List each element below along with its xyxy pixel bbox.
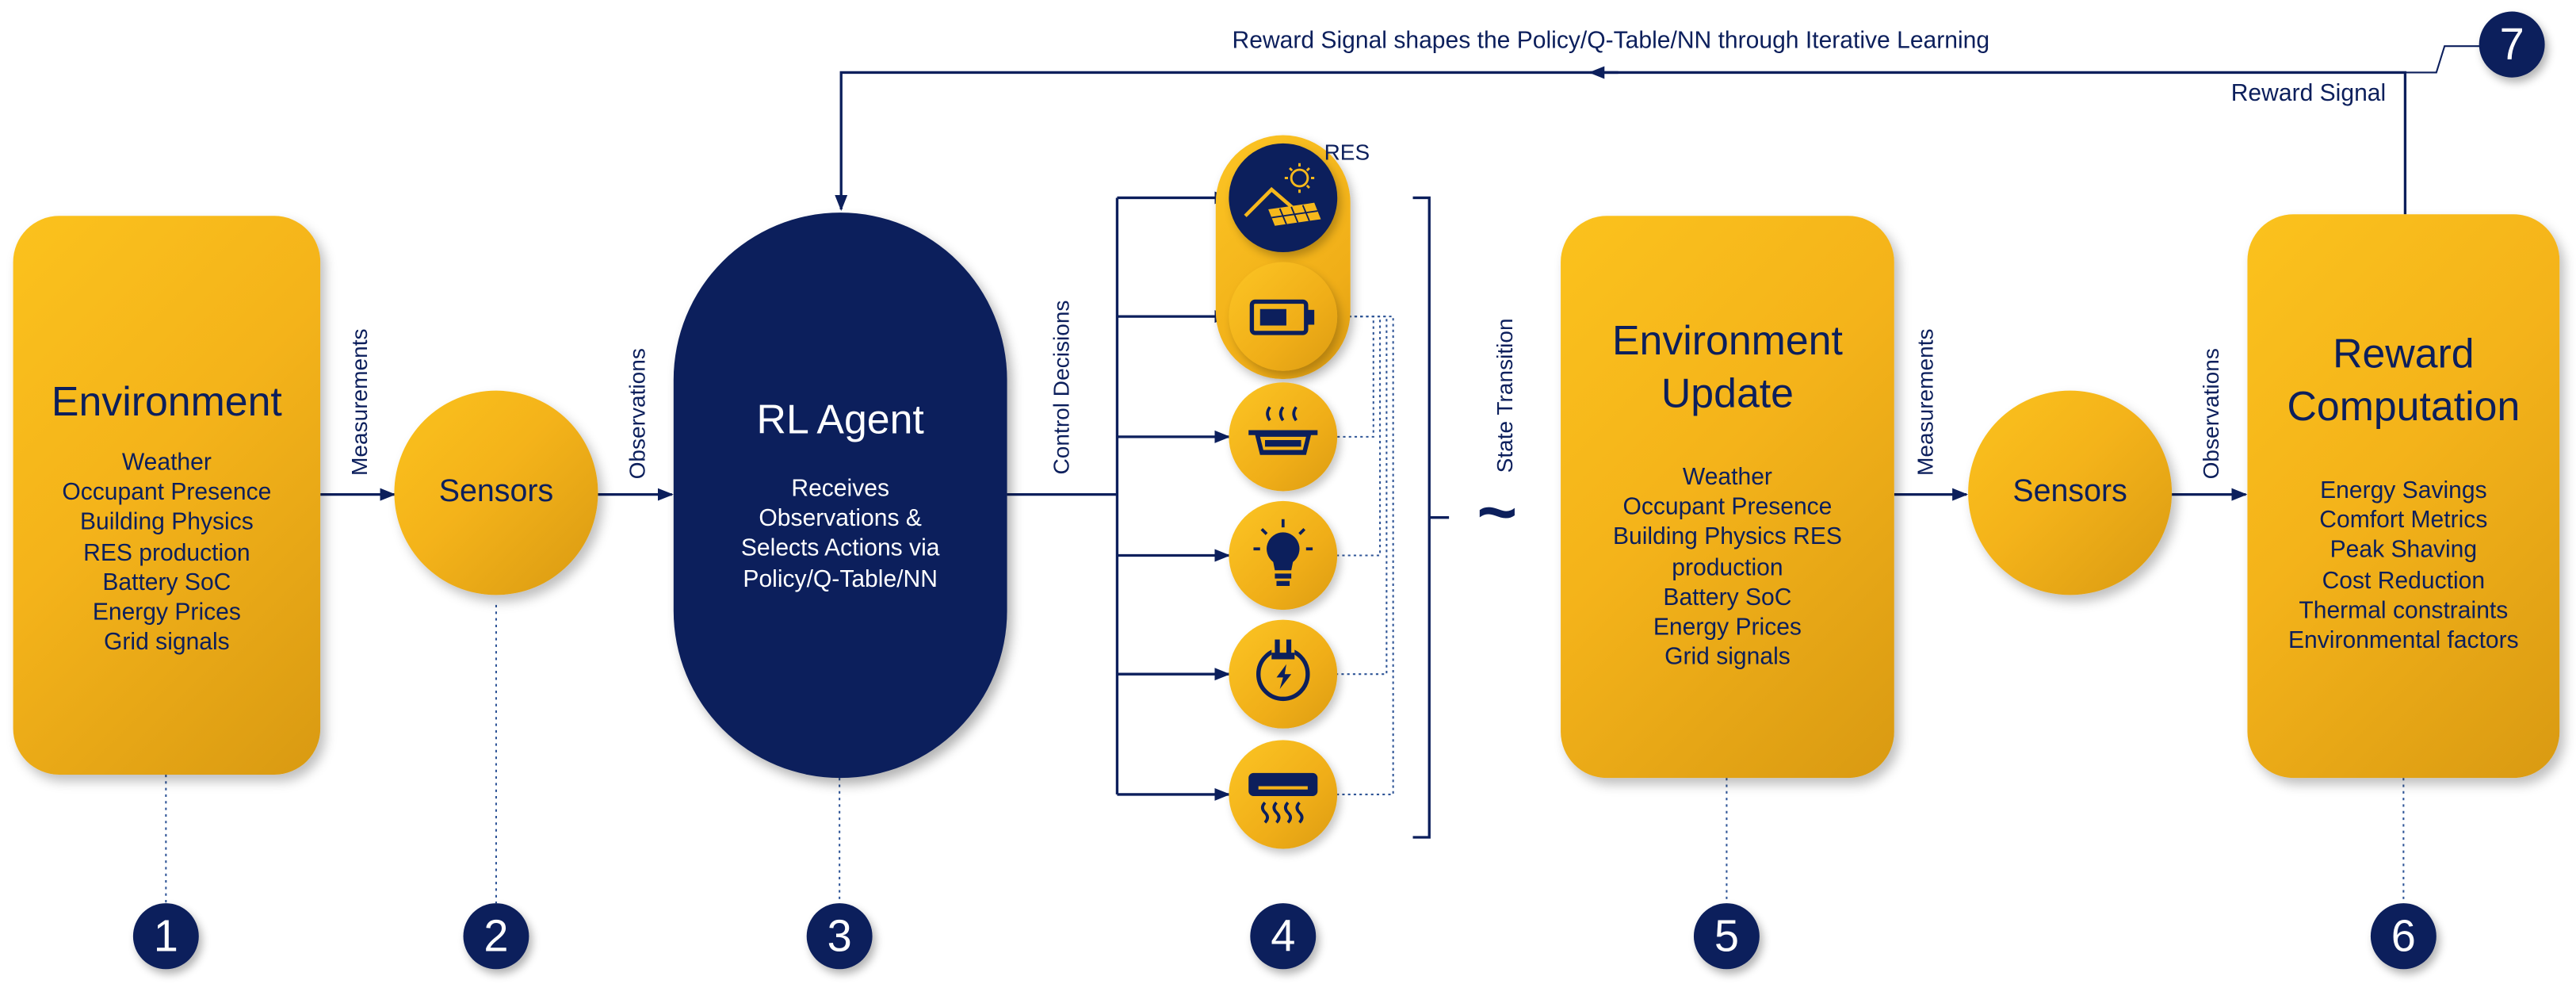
environment-update-box: Environment Update Weather Occupant Pres… [1561, 216, 1894, 779]
reward-item: Energy Savings [2320, 477, 2487, 505]
rl-agent-title: RL Agent [756, 396, 924, 444]
environment-update-title-line: Update [1661, 370, 1794, 417]
reward-computation-title: Reward Computation [2247, 328, 2559, 434]
environment-item: Energy Prices [92, 599, 241, 626]
step-number-2: 2 [463, 903, 529, 970]
environment-update-item: Building Physics RES [1612, 524, 1842, 552]
environment-update-title-line: Environment [1611, 318, 1843, 365]
ev-charger-icon [1229, 619, 1338, 729]
measurements-label-2: Measurements [1913, 328, 1938, 477]
state-transition-tilde: ~ [1477, 473, 1518, 551]
step7-leader [2405, 45, 2481, 74]
environment-items: Weather Occupant Presence Building Physi… [13, 448, 321, 658]
feedback-label: Reward Signal shapes the Policy/Q-Table/… [1232, 28, 1990, 55]
reward-computation-items: Energy Savings Comfort Metrics Peak Shav… [2247, 477, 2559, 657]
rl-agent-desc: Receives Observations & Selects Actions … [674, 475, 1007, 595]
step-number-4: 4 [1250, 903, 1317, 970]
environment-update-items: Weather Occupant Presence Building Physi… [1561, 463, 1894, 673]
air-conditioner-icon [1229, 740, 1338, 849]
environment-box: Environment Weather Occupant Presence Bu… [13, 216, 321, 775]
res-label: RES [1324, 140, 1370, 165]
control-decisions-label: Control Decisions [1049, 300, 1074, 475]
reward-computation-title-line: Reward [2333, 331, 2475, 378]
measurements-label-1: Measurements [347, 328, 373, 477]
environment-item: Weather [121, 450, 212, 477]
environment-update-item: Energy Prices [1653, 615, 1802, 641]
sensors-title-1: Sensors [438, 474, 554, 510]
reward-item: Peak Shaving [2329, 538, 2478, 565]
reward-computation-title-line: Computation [2287, 384, 2521, 431]
observations-label-1: Observations [625, 348, 650, 480]
step-number-5: 5 [1693, 903, 1760, 970]
observations-label-2: Observations [2199, 348, 2224, 480]
environment-item: Battery SoC [102, 569, 231, 597]
step-number-7: 7 [2479, 11, 2545, 78]
state-bracket [1412, 196, 1431, 839]
battery-icon [1229, 262, 1338, 371]
rl-agent-desc-line: Receives [791, 476, 889, 503]
light-bulb-icon [1229, 500, 1338, 611]
environment-item: RES production [83, 540, 250, 567]
step-number-1: 1 [132, 903, 199, 970]
environment-item: Grid signals [104, 630, 230, 657]
sensors-node-1: Sensors [394, 390, 598, 595]
environment-item: Building Physics [79, 510, 254, 537]
state-transition-label: State Transition [1492, 318, 1518, 473]
heating-pot-icon [1229, 382, 1338, 492]
sensors-title-2: Sensors [2012, 474, 2127, 510]
reward-item: Comfort Metrics [2319, 507, 2488, 534]
environment-item: Occupant Presence [62, 480, 272, 507]
reward-signal-label: Reward Signal [2230, 80, 2387, 108]
rl-agent-desc-line: Selects Actions via [740, 536, 940, 563]
rl-agent-node: RL Agent Receives Observations & Selects… [673, 212, 1007, 779]
reward-computation-box: Reward Computation Energy Savings Comfor… [2247, 214, 2560, 779]
feedback-loop-line [835, 71, 2407, 215]
environment-update-item: Grid signals [1664, 645, 1791, 672]
step-number-3: 3 [806, 903, 873, 970]
rl-agent-desc-line: Observations & [759, 506, 922, 533]
reward-item: Cost Reduction [2322, 568, 2486, 595]
solar-panel-icon [1229, 143, 1338, 253]
sensors-node-2: Sensors [1968, 390, 2173, 595]
reward-item: Environmental factors [2288, 628, 2519, 655]
environment-update-item: Weather [1682, 465, 1772, 492]
environment-title: Environment [51, 379, 282, 426]
reward-item: Thermal constraints [2299, 598, 2509, 625]
environment-update-item: production [1672, 554, 1783, 581]
environment-update-title: Environment Update [1561, 315, 1894, 420]
rl-agent-desc-line: Policy/Q-Table/NN [743, 566, 938, 593]
environment-update-item: Battery SoC [1663, 584, 1792, 611]
environment-update-item: Occupant Presence [1622, 495, 1833, 522]
step-number-6: 6 [2370, 903, 2436, 970]
